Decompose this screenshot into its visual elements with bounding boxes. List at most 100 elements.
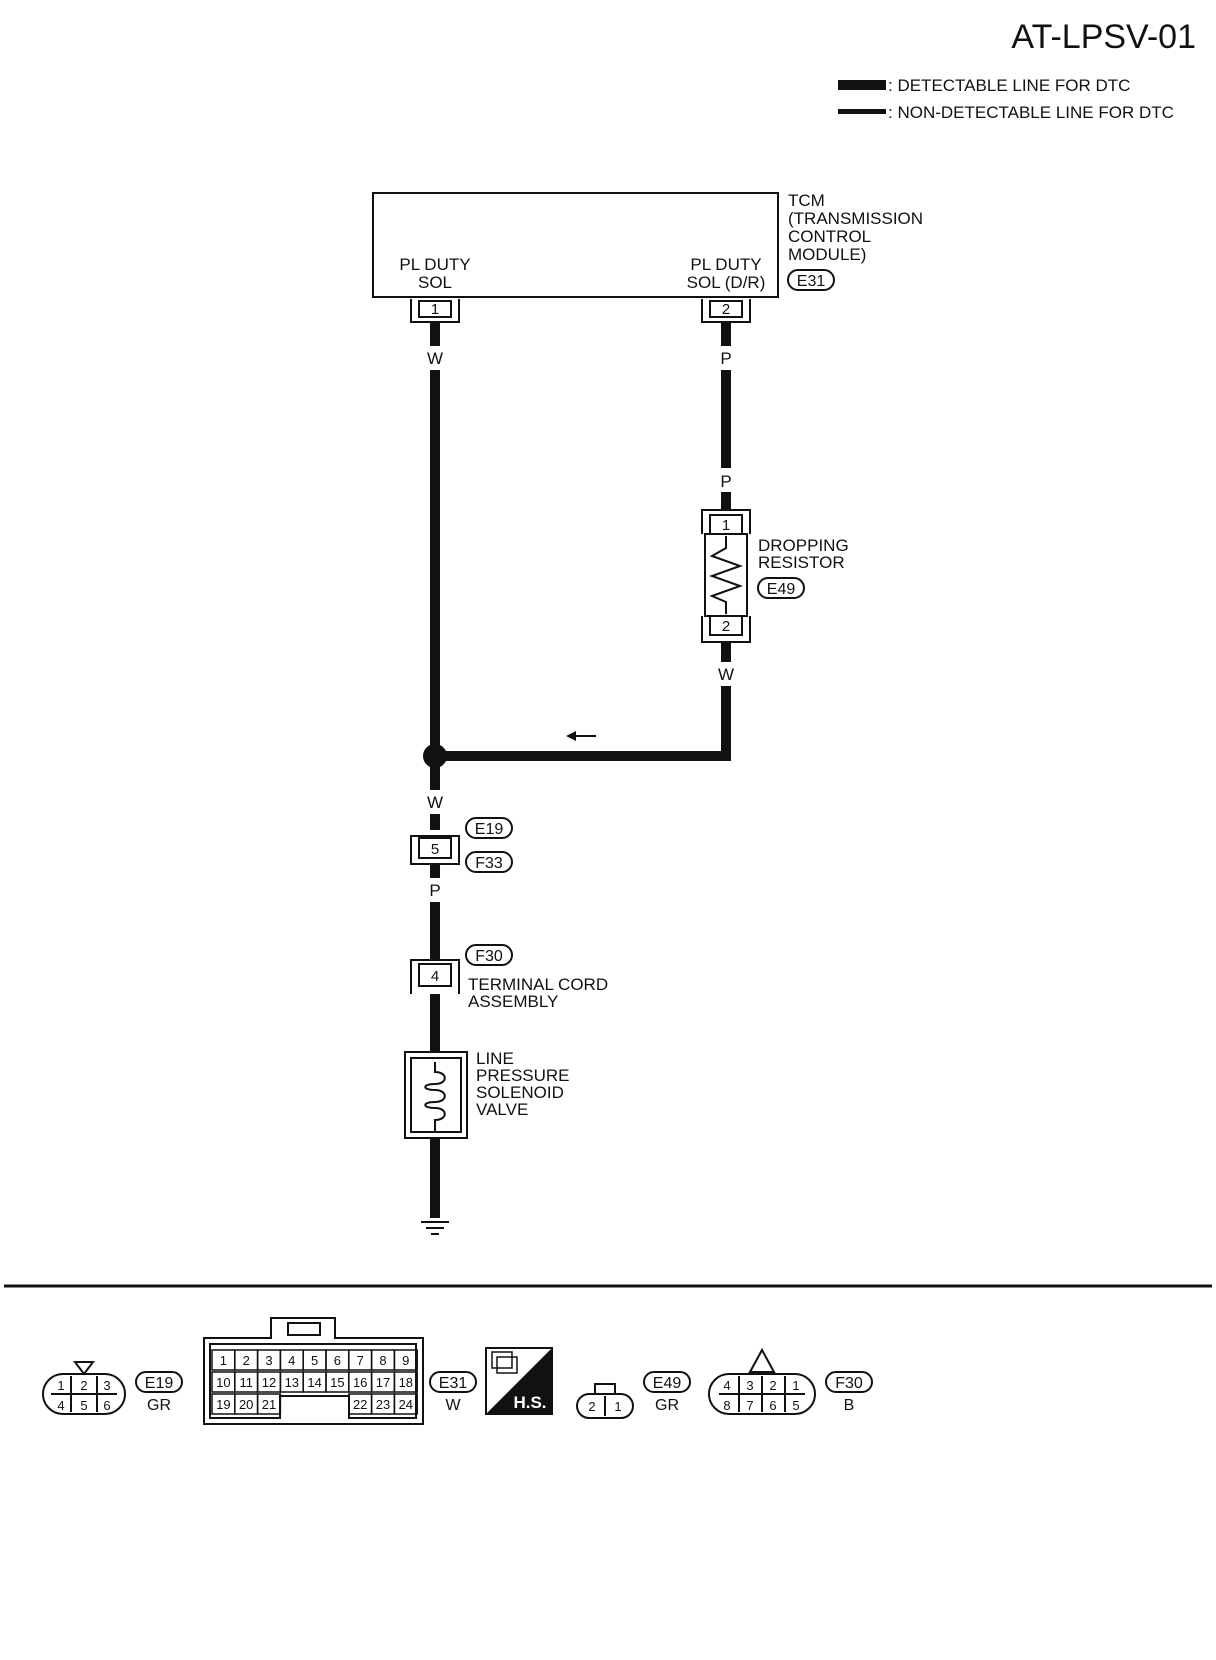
e49-view-color: GR xyxy=(655,1397,679,1414)
e31-view-pin-15: 15 xyxy=(330,1375,344,1390)
tcm-title-line-4: MODULE) xyxy=(788,245,866,264)
solenoid-coil xyxy=(424,1062,446,1132)
e19-view-pin-1: 1 xyxy=(57,1378,64,1393)
wire-color-below-e19: P xyxy=(429,881,440,900)
e31-view-pin-22: 22 xyxy=(353,1397,367,1412)
legend-detectable-text: : DETECTABLE LINE FOR DTC xyxy=(888,76,1130,95)
f30-pin-4: 4 xyxy=(431,968,439,985)
e31-view-pin-10: 10 xyxy=(216,1375,230,1390)
e31-pin-cell xyxy=(393,1371,418,1393)
hs-label: H.S. xyxy=(513,1393,546,1412)
tcm-pin-1: 1 xyxy=(431,301,439,318)
e31-view-pin-19: 19 xyxy=(216,1397,230,1412)
tcm-module: TCM (TRANSMISSION CONTROL MODULE) E31 PL… xyxy=(372,191,923,298)
f30-view-pin-5: 5 xyxy=(792,1398,799,1413)
tcm-box xyxy=(372,192,779,298)
solenoid-label-3: SOLENOID xyxy=(476,1083,564,1102)
e31-view-pin-20: 20 xyxy=(239,1397,253,1412)
tcm-title-line-3: CONTROL xyxy=(788,227,871,246)
wire-color-tcm-pin-2: P xyxy=(720,349,731,368)
f30-view-pin-1: 1 xyxy=(792,1378,799,1393)
f30-view-pin-4: 4 xyxy=(723,1378,730,1393)
tcm-left-terminal-label-1: PL DUTY xyxy=(399,255,470,274)
e31-view-pin-2: 2 xyxy=(243,1353,250,1368)
f30-tag: F30 xyxy=(475,948,503,965)
e31-view-pin-11: 11 xyxy=(239,1375,253,1390)
e31-view-pin-7: 7 xyxy=(357,1353,364,1368)
tcm-connector-tag: E31 xyxy=(797,273,826,290)
tcm-connector-tag-box xyxy=(787,269,835,291)
diagram-id: AT-LPSV-01 xyxy=(1011,18,1196,56)
f30-view-pin-6: 6 xyxy=(769,1398,776,1413)
line-pressure-solenoid-valve: LINE PRESSURE SOLENOID VALVE xyxy=(404,1049,570,1139)
solenoid-label-1: LINE xyxy=(476,1049,514,1068)
f30-view-color: B xyxy=(844,1397,855,1414)
e19-view-tag: E19 xyxy=(145,1375,174,1392)
e31-pin-cell xyxy=(393,1349,418,1371)
wire-color-resistor-in: P xyxy=(720,472,731,491)
current-direction-arrow xyxy=(566,731,596,741)
wire-color-resistor-out: W xyxy=(718,665,734,684)
detectable-line-swatch xyxy=(838,80,886,90)
f30-view-pin-2: 2 xyxy=(769,1378,776,1393)
splice-junction xyxy=(423,744,447,768)
wire-color-below-junction: W xyxy=(427,793,443,812)
e31-view-color: W xyxy=(445,1397,461,1414)
wire-color-tcm-pin-1: W xyxy=(427,349,443,368)
legend: : DETECTABLE LINE FOR DTC : NON-DETECTAB… xyxy=(838,76,1174,122)
f30-view-pin-3: 3 xyxy=(746,1378,753,1393)
ground-icon xyxy=(421,1221,449,1235)
resistor-pin-2: 2 xyxy=(722,618,730,635)
f30-view-pin-7: 7 xyxy=(746,1398,753,1413)
e31-view-pin-1: 1 xyxy=(220,1353,227,1368)
connector-view-f30: 4 3 2 1 8 7 6 5 F30 B xyxy=(708,1347,873,1415)
e49-view-pin-2: 2 xyxy=(588,1399,595,1414)
tcm-pin-2: 2 xyxy=(722,301,730,318)
e31-view-pin-17: 17 xyxy=(376,1375,390,1390)
wire-right-to-junction xyxy=(435,686,731,761)
e19-pin-5: 5 xyxy=(431,841,439,858)
connector-e19-f33: E19 5 F33 xyxy=(410,817,513,873)
e19-view-color: GR xyxy=(147,1397,171,1414)
e19-view-pin-4: 4 xyxy=(57,1398,64,1413)
solenoid-label-4: VALVE xyxy=(476,1100,528,1119)
terminal-cord-label-1: TERMINAL CORD xyxy=(468,975,608,994)
wires xyxy=(430,322,731,1218)
e19-view-pin-5: 5 xyxy=(80,1398,87,1413)
f30-view-tag: F30 xyxy=(835,1375,863,1392)
tcm-right-terminal-label-1: PL DUTY xyxy=(690,255,761,274)
f33-tag: F33 xyxy=(475,855,503,872)
e31-pin-cell xyxy=(256,1393,282,1415)
e31-view-pin-13: 13 xyxy=(285,1375,299,1390)
e19-view-pin-6: 6 xyxy=(103,1398,110,1413)
e49-view-tag: E49 xyxy=(653,1375,682,1392)
connector-view-e49: 2 1 E49 GR xyxy=(576,1371,691,1419)
e19-view-pin-2: 2 xyxy=(80,1378,87,1393)
f30-view-pin-8: 8 xyxy=(723,1398,730,1413)
connector-view-e19: 1 2 3 4 5 6 E19 GR xyxy=(42,1361,183,1415)
e31-view-pin-16: 16 xyxy=(353,1375,367,1390)
non-detectable-line-swatch xyxy=(838,109,886,114)
e31-view-pin-6: 6 xyxy=(334,1353,341,1368)
e31-view-pin-5: 5 xyxy=(311,1353,318,1368)
e19-view-pin-3: 3 xyxy=(103,1378,110,1393)
e31-view-pin-4: 4 xyxy=(288,1353,295,1368)
resistor-connector-tag: E49 xyxy=(767,581,796,598)
e31-view-pin-3: 3 xyxy=(265,1353,272,1368)
e31-view-pin-9: 9 xyxy=(402,1353,409,1368)
e31-view-pin-8: 8 xyxy=(379,1353,386,1368)
e31-view-tag: E31 xyxy=(439,1375,468,1392)
e31-view-pin-21: 21 xyxy=(262,1397,276,1412)
e31-view-pin-12: 12 xyxy=(262,1375,276,1390)
resistor-zigzag xyxy=(709,536,743,614)
tcm-left-terminal-label-2: SOL xyxy=(418,273,452,292)
resistor-pin-1: 1 xyxy=(722,517,730,534)
tcm-right-terminal-label-2: SOL (D/R) xyxy=(687,273,766,292)
tcm-title-line-1: TCM xyxy=(788,191,825,210)
e31-view-pin-23: 23 xyxy=(376,1397,390,1412)
tcm-pin-2-connector: 2 xyxy=(701,299,751,323)
e49-view-pin-1: 1 xyxy=(614,1399,621,1414)
e31-view-pin-24: 24 xyxy=(399,1397,413,1412)
